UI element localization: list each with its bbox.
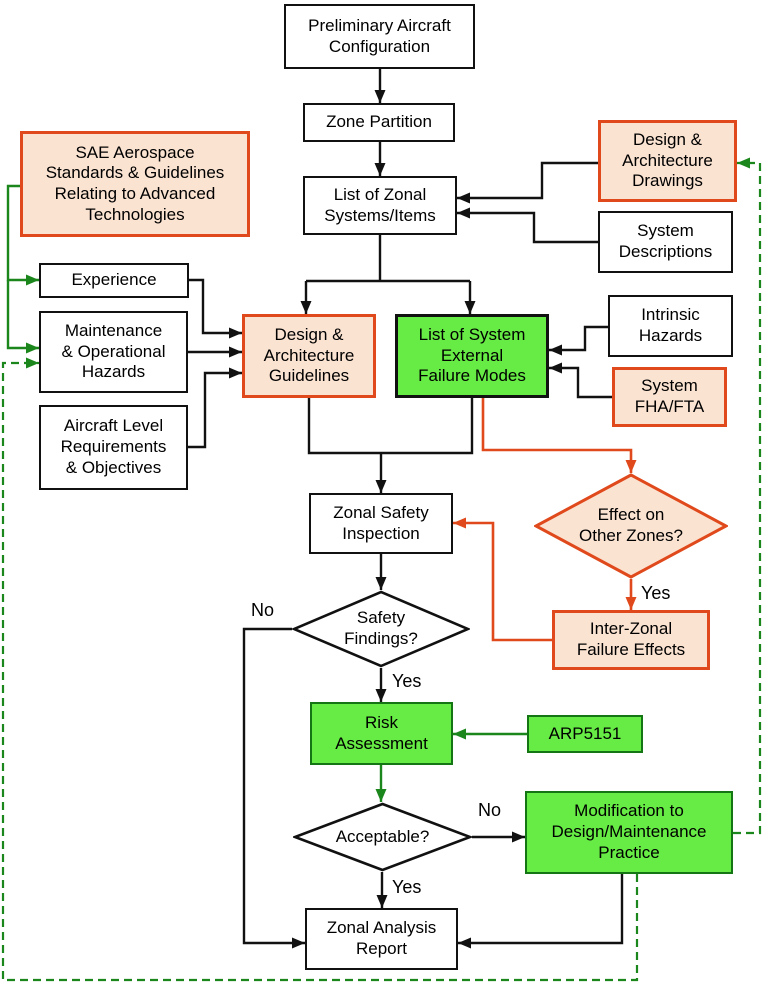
node-preliminary-label: Preliminary Aircraft Configuration — [308, 15, 451, 56]
edge-modification-to-drawings-feedback — [733, 157, 762, 835]
node-preliminary-aircraft-configuration: Preliminary Aircraft Configuration — [284, 4, 475, 69]
node-list-of-zonal-systems: List of Zonal Systems/Items — [303, 176, 457, 235]
node-design-drawings-label: Design & Architecture Drawings — [622, 129, 713, 191]
node-intrinsic-hazards: Intrinsic Hazards — [608, 295, 733, 357]
edge-list-zonal-split — [306, 235, 470, 283]
node-zonal-inspection-label: Zonal Safety Inspection — [333, 502, 429, 543]
node-maintenance-operational-hazards: Maintenance & Operational Hazards — [39, 311, 188, 393]
node-system-fha-fta: System FHA/FTA — [612, 367, 727, 427]
node-design-guidelines-label: Design & Architecture Guidelines — [263, 324, 355, 386]
edge-fha-to-failure-modes — [549, 362, 612, 399]
node-fha-label: System FHA/FTA — [634, 376, 705, 416]
node-experience: Experience — [39, 263, 189, 298]
node-system-descriptions-label: System Descriptions — [618, 221, 713, 261]
edge-label-effect-yes: Yes — [641, 583, 671, 603]
node-arp5151: ARP5151 — [527, 715, 643, 753]
node-failure-modes-label: List of System External Failure Modes — [418, 324, 526, 386]
diamond-shape-acceptable — [293, 802, 472, 872]
edge-label-acceptable-no: No — [478, 800, 502, 820]
edge-sae-to-experience — [6, 184, 39, 286]
node-aircraft-level-requirements: Aircraft Level Requirements & Objectives — [39, 405, 188, 490]
node-modification-design-maintenance: Modification to Design/Maintenance Pract… — [525, 791, 733, 874]
edge-drawings-to-list-zonal — [457, 161, 598, 204]
node-list-system-external-failure-modes: List of System External Failure Modes — [395, 314, 549, 398]
node-zone-partition: Zone Partition — [303, 103, 455, 142]
node-list-zonal-label: List of Zonal Systems/Items — [324, 184, 436, 225]
edge-label-findings-yes: Yes — [392, 671, 422, 691]
node-design-architecture-guidelines: Design & Architecture Guidelines — [242, 314, 376, 398]
node-safety-findings-label: Safety Findings? — [344, 608, 418, 648]
edge-merge-bar — [307, 398, 474, 455]
node-acceptable: Acceptable? — [293, 802, 472, 872]
node-experience-label: Experience — [71, 270, 157, 290]
node-effect-zones-label: Effect on Other Zones? — [579, 505, 683, 545]
node-interzonal-label: Inter-Zonal Failure Effects — [576, 619, 686, 659]
edge-findings-no-to-report — [242, 627, 305, 949]
diamond-shape-effect-zones — [534, 473, 728, 579]
node-risk-label: Risk Assessment — [335, 712, 428, 753]
node-maintenance-label: Maintenance & Operational Hazards — [61, 320, 166, 382]
edge-sae-to-maintenance — [6, 280, 39, 354]
edge-experience-to-design-guidelines — [189, 278, 242, 339]
edge-failure-modes-to-effect-zones — [481, 398, 637, 473]
node-intrinsic-label: Intrinsic Hazards — [638, 305, 703, 345]
node-zonal-report-label: Zonal Analysis Report — [326, 918, 437, 958]
edge-descriptions-to-list-zonal — [457, 207, 598, 244]
node-system-descriptions: System Descriptions — [598, 211, 733, 273]
edge-interzonal-to-inspection — [453, 517, 552, 642]
edge-modification-to-report — [458, 874, 624, 949]
edge-intrinsic-to-failure-modes — [549, 325, 608, 356]
edge-label-acceptable-yes: Yes — [392, 877, 422, 897]
edge-modification-to-maintenance-feedback — [1, 357, 639, 982]
edge-aircraft-level-to-design-guidelines — [188, 367, 242, 449]
node-arp-label: ARP5151 — [548, 723, 622, 743]
node-modification-label: Modification to Design/Maintenance Pract… — [551, 801, 707, 862]
edge-label-findings-no: No — [251, 600, 275, 620]
node-inter-zonal-failure-effects: Inter-Zonal Failure Effects — [552, 610, 710, 670]
node-safety-findings: Safety Findings? — [292, 590, 470, 668]
node-sae-label: SAE Aerospace Standards & Guidelines Rel… — [45, 142, 225, 224]
node-zonal-safety-inspection: Zonal Safety Inspection — [309, 493, 453, 554]
node-effect-on-other-zones: Effect on Other Zones? — [534, 473, 728, 579]
node-aircraft-level-label: Aircraft Level Requirements & Objectives — [60, 416, 167, 477]
node-zonal-analysis-report: Zonal Analysis Report — [305, 908, 458, 970]
node-zone-partition-label: Zone Partition — [326, 112, 432, 132]
diamond-shape-safety-findings — [292, 590, 470, 668]
node-design-architecture-drawings: Design & Architecture Drawings — [598, 120, 737, 202]
node-acceptable-label: Acceptable? — [335, 826, 430, 846]
node-sae-standards-guidelines: SAE Aerospace Standards & Guidelines Rel… — [20, 131, 250, 237]
node-risk-assessment: Risk Assessment — [310, 702, 453, 765]
